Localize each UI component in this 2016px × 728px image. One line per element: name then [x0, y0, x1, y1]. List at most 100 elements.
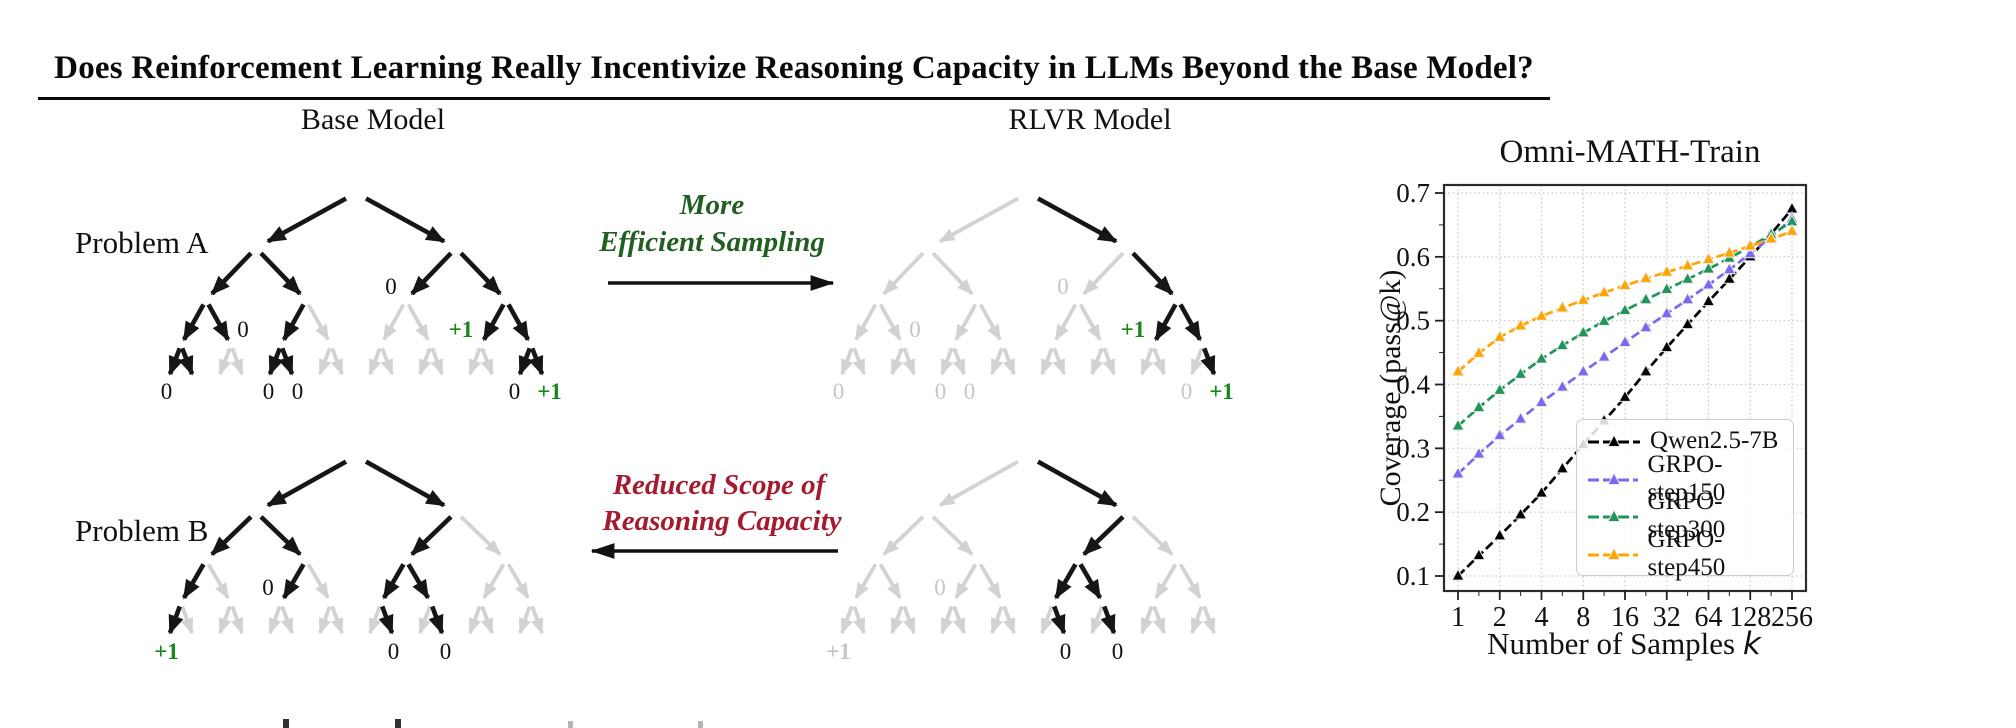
tree-edge [480, 347, 494, 376]
legend-label: GRPO-step450 [1647, 525, 1726, 581]
tree-edge [280, 605, 294, 635]
series-marker [1534, 308, 1549, 321]
tree-node-label: 0 [292, 379, 304, 404]
tree-edge [902, 605, 916, 635]
legend-label: GRPO-step150 [1647, 450, 1726, 506]
y-tick-label: 0.6 [1396, 242, 1430, 272]
tree-node-label: 0 [262, 575, 274, 600]
cropped-caption-fragment [568, 721, 573, 728]
tree-edge [167, 347, 184, 376]
legend-swatch [1588, 471, 1639, 485]
x-tick-label: 32 [1653, 602, 1681, 633]
tree-edge [378, 605, 395, 635]
series-marker [1722, 261, 1737, 275]
tree-edge [1152, 605, 1166, 635]
tree-edge [990, 347, 1004, 376]
series-marker [1493, 329, 1507, 342]
tree-edge [938, 196, 1019, 244]
tree-edge [1054, 563, 1078, 600]
tree-edge [210, 251, 253, 296]
series-marker [1597, 313, 1611, 326]
tree-edge [1190, 347, 1204, 376]
tree-edge [406, 563, 430, 600]
series-marker [1555, 300, 1570, 313]
chart-title: Omni-MATH-Train [1499, 134, 1761, 170]
series-marker [1680, 316, 1695, 330]
tree-edge [1078, 563, 1102, 600]
tree-node-label: 0 [237, 317, 249, 342]
tree-node-label: +1 [154, 639, 179, 664]
x-tick-label: 16 [1611, 602, 1639, 633]
tree-edge [990, 605, 1004, 635]
series-marker [1743, 246, 1757, 259]
tree-node-label: 0 [388, 639, 400, 664]
tree-edge [330, 347, 344, 376]
tree-edge [418, 347, 432, 376]
series-marker [1639, 320, 1653, 333]
y-tick-label: 0.4 [1396, 370, 1430, 400]
tree-edge [259, 251, 302, 296]
legend-label: Qwen2.5-7B [1650, 427, 1779, 455]
legend-swatch [1588, 509, 1639, 523]
tree-edge [902, 347, 916, 376]
tree-node-label: 0 [385, 274, 397, 299]
tree-edge [940, 347, 954, 376]
tree-edge [306, 303, 330, 341]
tree-edge [468, 347, 482, 376]
tree-edge [1140, 605, 1154, 635]
tree-edge [854, 303, 878, 341]
tree-edge [306, 563, 330, 600]
cropped-caption-fragment [283, 719, 289, 728]
series-marker [1555, 337, 1570, 351]
tree-edge [482, 563, 506, 600]
tree-edge [890, 347, 904, 376]
tree-edge [418, 605, 432, 635]
tree-edge [382, 303, 406, 341]
tree-edge [1050, 605, 1067, 635]
series-marker [1764, 231, 1778, 244]
capacity-arrow-text-line1: Reduced Scope of [612, 469, 826, 501]
tree-node-label: 0 [935, 379, 947, 404]
tree-edge [517, 347, 534, 376]
series-marker [1513, 507, 1528, 520]
tree-edge [854, 563, 878, 600]
series-marker [1618, 334, 1632, 347]
tree-edge [480, 605, 494, 635]
tree-edge [931, 515, 974, 556]
legend-row: GRPO-step300 [1587, 488, 1793, 543]
chart-x-axis-label: Number of Samples k [1487, 626, 1761, 662]
problem-b-label: Problem B [75, 513, 209, 548]
tree-edge [267, 347, 284, 376]
tree-edge [330, 605, 344, 635]
tree-edge [952, 605, 966, 635]
tree-edge [380, 347, 394, 376]
series-marker [1576, 325, 1590, 338]
series-marker [1493, 382, 1507, 395]
series-marker [1451, 364, 1465, 377]
tree-edge [1131, 251, 1174, 296]
tree-edge [182, 563, 206, 600]
tree-edge [1002, 347, 1016, 376]
series-marker [1722, 245, 1737, 258]
tree-edge [852, 347, 866, 376]
cropped-caption-fragment [698, 721, 703, 728]
series-marker [1534, 394, 1549, 407]
x-tick-label: 4 [1535, 602, 1549, 633]
legend-swatch [1588, 546, 1639, 560]
y-tick-label: 0.5 [1396, 306, 1430, 336]
series-marker [1618, 277, 1632, 291]
series-marker [1451, 466, 1465, 479]
series-marker [1785, 223, 1799, 236]
tree-edge [266, 196, 348, 244]
tree-node-label: +1 [826, 639, 851, 664]
tree-edge [318, 605, 332, 635]
tree-edge [268, 605, 282, 635]
tree-edge [954, 563, 978, 600]
tree-node-label: 0 [263, 379, 275, 404]
series-marker [1680, 271, 1695, 284]
tree-edge [840, 605, 854, 635]
tree-edge [259, 515, 302, 556]
